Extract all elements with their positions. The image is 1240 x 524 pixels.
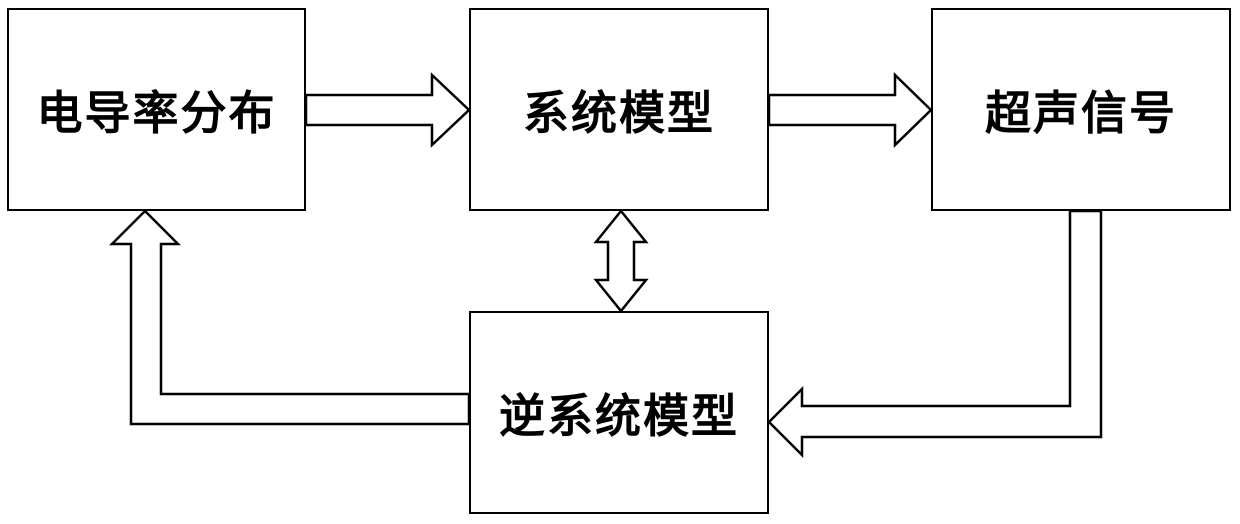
arrow-ultrasound-to-inverse bbox=[769, 211, 1101, 455]
node-label: 系统模型 bbox=[523, 77, 715, 143]
arrow-system-inverse-bidirectional bbox=[596, 211, 646, 311]
node-system-model: 系统模型 bbox=[469, 8, 769, 211]
arrow-conductivity-to-system bbox=[306, 75, 469, 145]
node-label: 电导率分布 bbox=[37, 77, 277, 143]
arrow-system-to-ultrasound bbox=[769, 75, 931, 145]
node-label: 超声信号 bbox=[985, 77, 1177, 143]
node-conductivity-distribution: 电导率分布 bbox=[7, 8, 306, 211]
node-label: 逆系统模型 bbox=[499, 380, 739, 446]
node-ultrasound-signal: 超声信号 bbox=[931, 8, 1231, 211]
arrow-inverse-to-conductivity bbox=[112, 211, 469, 424]
node-inverse-system-model: 逆系统模型 bbox=[469, 311, 769, 514]
